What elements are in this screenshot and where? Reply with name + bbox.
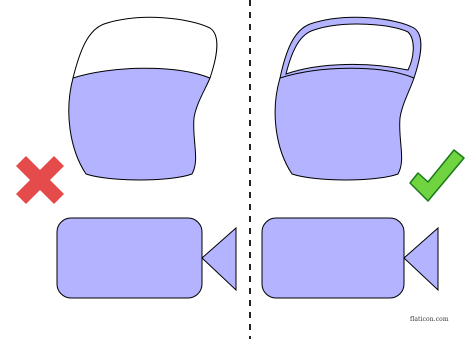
right-camera (261, 217, 439, 299)
check-icon (409, 149, 465, 202)
wrong-bag-top-outline (72, 16, 218, 79)
cross-icon (16, 156, 64, 204)
right-camera-lens (403, 226, 439, 292)
watermark-text: flaticon.com (410, 316, 449, 323)
right-bag-body (274, 67, 415, 181)
wrong-example (68, 16, 218, 181)
right-bag-handle (279, 16, 422, 79)
right-example (274, 16, 422, 181)
wrong-camera-body (56, 217, 203, 299)
wrong-camera (56, 217, 237, 299)
right-camera-body (261, 217, 405, 299)
wrong-bag-body (68, 67, 211, 181)
wrong-camera-lens (201, 226, 237, 292)
